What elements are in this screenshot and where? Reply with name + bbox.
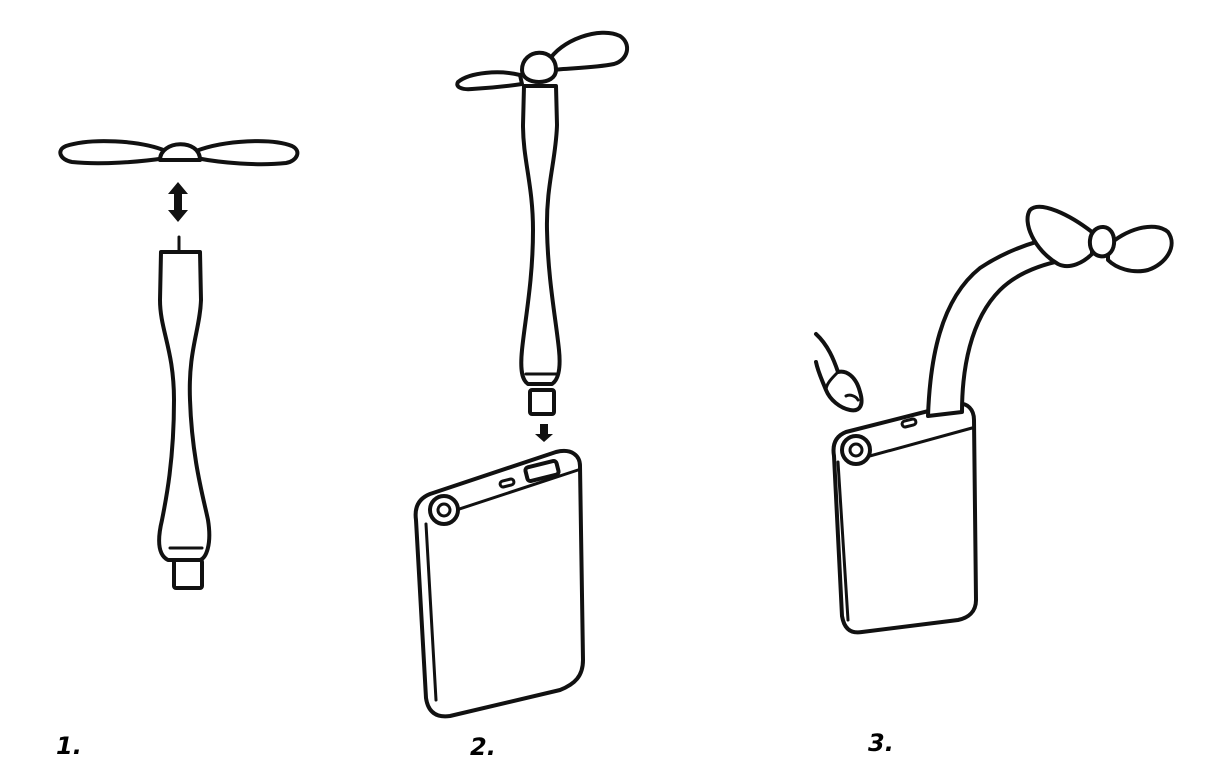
step-3-illustration <box>814 204 1174 635</box>
step-3-label: 3. <box>868 729 894 757</box>
step-1-label: 1. <box>56 732 82 760</box>
finger-icon <box>814 332 864 413</box>
fan-blade-icon <box>455 30 630 92</box>
step-2-label: 2. <box>470 733 496 761</box>
usb-plug-icon <box>157 250 212 590</box>
usb-plug-icon <box>519 84 562 416</box>
power-bank-icon <box>413 449 585 719</box>
step-1-illustration <box>58 139 300 590</box>
arrow-icon <box>168 182 188 222</box>
fan-blade-icon <box>58 139 300 167</box>
power-bank-icon <box>831 401 978 635</box>
step-2-illustration <box>413 30 630 719</box>
usb-plug-icon <box>926 234 1066 418</box>
arrow-icon <box>535 424 553 442</box>
fan-blade-icon <box>1025 204 1174 274</box>
